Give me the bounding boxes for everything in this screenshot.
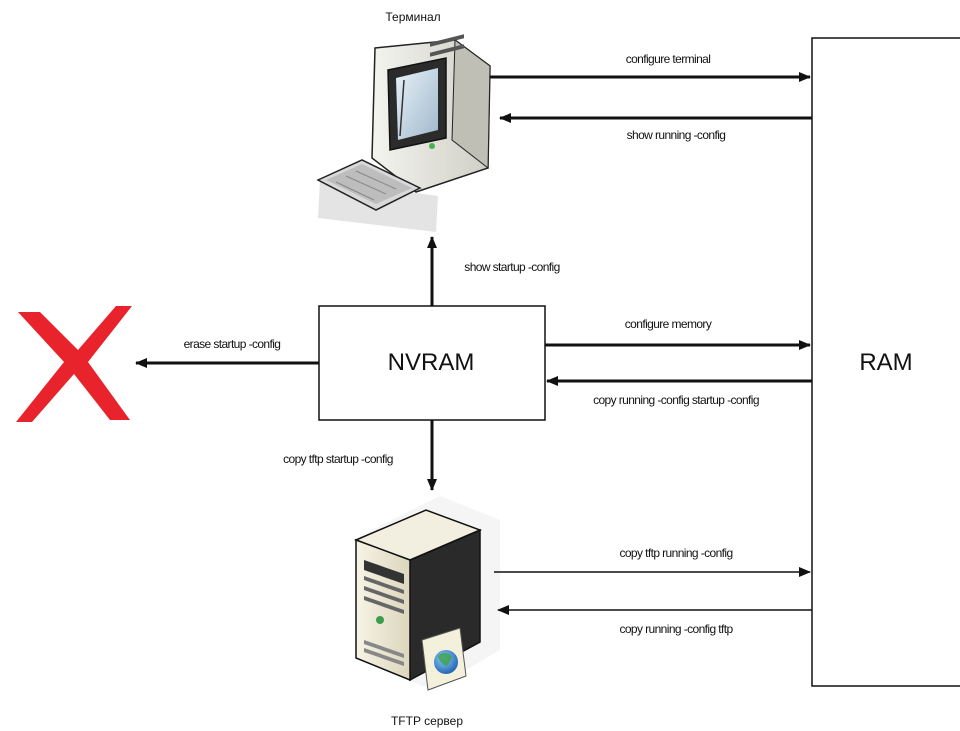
label-copy-tftp-running: copy tftp running -config [619, 546, 732, 560]
red-x-icon [16, 306, 132, 422]
label-copy-tftp-startup: copy tftp startup -config [283, 452, 393, 466]
nvram-label: NVRAM [388, 349, 475, 376]
terminal-label: Терминал [385, 10, 440, 24]
label-show-startup-config: show startup -config [464, 260, 559, 274]
label-configure-memory: configure memory [625, 317, 712, 331]
desktop-computer-icon [316, 34, 491, 232]
tftp-label: TFTP сервер [391, 714, 463, 728]
label-copy-running-startup: copy running -config startup -config [593, 393, 759, 407]
server-tower-icon [353, 496, 500, 691]
label-copy-running-tftp: copy running -config tftp [619, 622, 733, 636]
label-erase-startup-config: erase startup -config [184, 337, 281, 351]
label-show-running-config: show running -config [627, 128, 726, 142]
ram-label: RAM [859, 349, 912, 376]
ram-block: RAM [811, 37, 960, 687]
label-configure-terminal: configure terminal [626, 52, 711, 66]
nvram-block: NVRAM [318, 305, 546, 421]
